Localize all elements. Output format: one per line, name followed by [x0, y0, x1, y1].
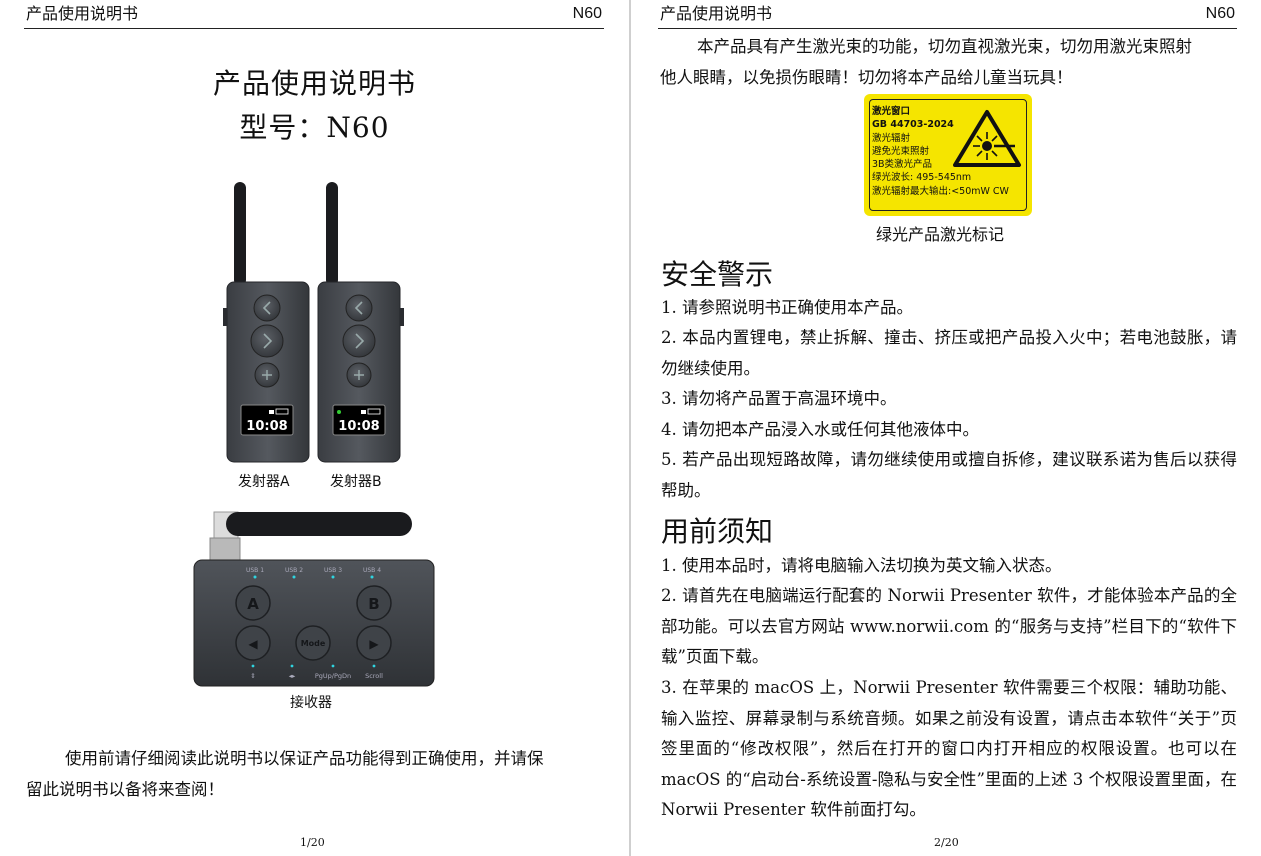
- page-header: 产品使用说明书 N60: [26, 3, 602, 25]
- receiver-button-right: ▶: [369, 637, 379, 651]
- receiver-port-4: USB 4: [363, 567, 381, 574]
- receiver-illustration: USB 1 USB 2 USB 3 USB 4 A B ◀ Mode ▶ ⇕ ◂…: [193, 511, 435, 687]
- before-use-item-3: 3. 在苹果的 macOS 上，Norwii Presenter 软件需要三个权…: [661, 678, 1237, 819]
- header-model: N60: [572, 5, 602, 22]
- intro-line-1: 使用前请仔细阅读此说明书以保证产品功能得到正确使用，并请保: [65, 749, 544, 768]
- page-number: 1/20: [300, 836, 325, 849]
- before-use-item-1: 1. 使用本品时，请将电脑输入法切换为英文输入状态。: [661, 556, 1062, 575]
- laser-label-line-2: GB 44703-2024: [872, 119, 954, 130]
- page-number: 2/20: [934, 836, 959, 849]
- header-rule: [24, 28, 604, 29]
- laser-label-caption: 绿光产品激光标记: [876, 225, 1005, 244]
- receiver-button-b: B: [368, 595, 379, 613]
- laser-hazard-icon: [953, 110, 1021, 167]
- receiver-port-1: USB 1: [246, 567, 264, 574]
- receiver-label-pgupdn: PgUp/PgDn: [315, 672, 351, 680]
- laser-label-line-3: 激光辐射: [872, 133, 911, 144]
- safety-heading: 安全警示: [661, 258, 774, 291]
- laser-label-line-1: 激光窗口: [872, 106, 911, 117]
- transmitters-illustration: 10:08 10:08: [223, 182, 404, 463]
- laser-warning-label: 激光窗口 GB 44703-2024 激光辐射 避免光束照射 3B类激光产品 绿…: [864, 94, 1032, 216]
- receiver-caption: 接收器: [290, 695, 332, 711]
- receiver-button-a: A: [247, 595, 259, 613]
- receiver-port-3: USB 3: [324, 567, 342, 574]
- before-use-heading: 用前须知: [661, 515, 774, 548]
- receiver-button-left: ◀: [248, 637, 258, 651]
- receiver-label-updown: ⇕: [250, 672, 255, 680]
- laser-label-border: [869, 99, 1027, 211]
- transmitter-a-caption: 发射器A: [238, 474, 290, 490]
- intro-line-2: 留此说明书以备将来查阅！: [26, 780, 224, 799]
- header-model: N60: [1205, 5, 1235, 22]
- transmitter-a-time: 10:08: [246, 419, 287, 434]
- receiver-port-2: USB 2: [285, 567, 303, 574]
- laser-warning-line-2: 他人眼睛，以免损伤眼睛！切勿将本产品给儿童当玩具！: [660, 68, 1073, 87]
- page-header: 产品使用说明书 N60: [660, 3, 1235, 25]
- laser-warning-line-1: 本产品具有产生激光束的功能，切勿直视激光束，切勿用激光束照射: [697, 37, 1192, 56]
- page-2: 产品使用说明书 N60 本产品具有产生激光束的功能，切勿直视激光束，切勿用激光束…: [631, 0, 1261, 856]
- laser-label-line-4: 避免光束照射: [872, 146, 930, 157]
- safety-item-5: 5. 若产品出现短路故障，请勿继续使用或擅自拆修，建议联系诺为售后以获得帮助。: [661, 450, 1237, 500]
- page-divider: [629, 0, 631, 856]
- laser-label-line-7: 激光辐射最大输出:<50mW CW: [872, 186, 1009, 197]
- receiver-button-mode: Mode: [301, 639, 326, 648]
- transmitter-a: 10:08: [223, 182, 310, 463]
- receiver-label-scroll: Scroll: [365, 672, 383, 680]
- laser-label-line-5: 3B类激光产品: [872, 159, 933, 170]
- safety-item-2: 2. 本品内置锂电，禁止拆解、撞击、挤压或把产品投入火中；若电池鼓胀，请勿继续使…: [661, 328, 1237, 378]
- transmitter-b-caption: 发射器B: [330, 474, 382, 490]
- header-rule: [658, 28, 1237, 29]
- safety-item-3: 3. 请勿将产品置于高温环境中。: [661, 389, 897, 408]
- safety-item-1: 1. 请参照说明书正确使用本产品。: [661, 298, 913, 317]
- model-number: 型号：N60: [239, 111, 390, 144]
- transmitter-b: 10:08: [317, 182, 404, 463]
- header-title: 产品使用说明书: [26, 4, 139, 23]
- safety-item-4: 4. 请勿把本产品浸入水或任何其他液体中。: [661, 420, 979, 439]
- laser-label-line-6: 绿光波长: 495-545nm: [872, 172, 972, 183]
- page-1: 产品使用说明书 N60 产品使用说明书 型号：N60 10:08: [0, 0, 629, 856]
- transmitter-b-time: 10:08: [338, 419, 379, 434]
- receiver-label-leftright: ◂▸: [289, 672, 296, 680]
- header-title: 产品使用说明书: [660, 4, 773, 23]
- before-use-item-2: 2. 请首先在电脑端运行配套的 Norwii Presenter 软件，才能体验…: [661, 586, 1237, 666]
- document-title: 产品使用说明书: [212, 67, 416, 100]
